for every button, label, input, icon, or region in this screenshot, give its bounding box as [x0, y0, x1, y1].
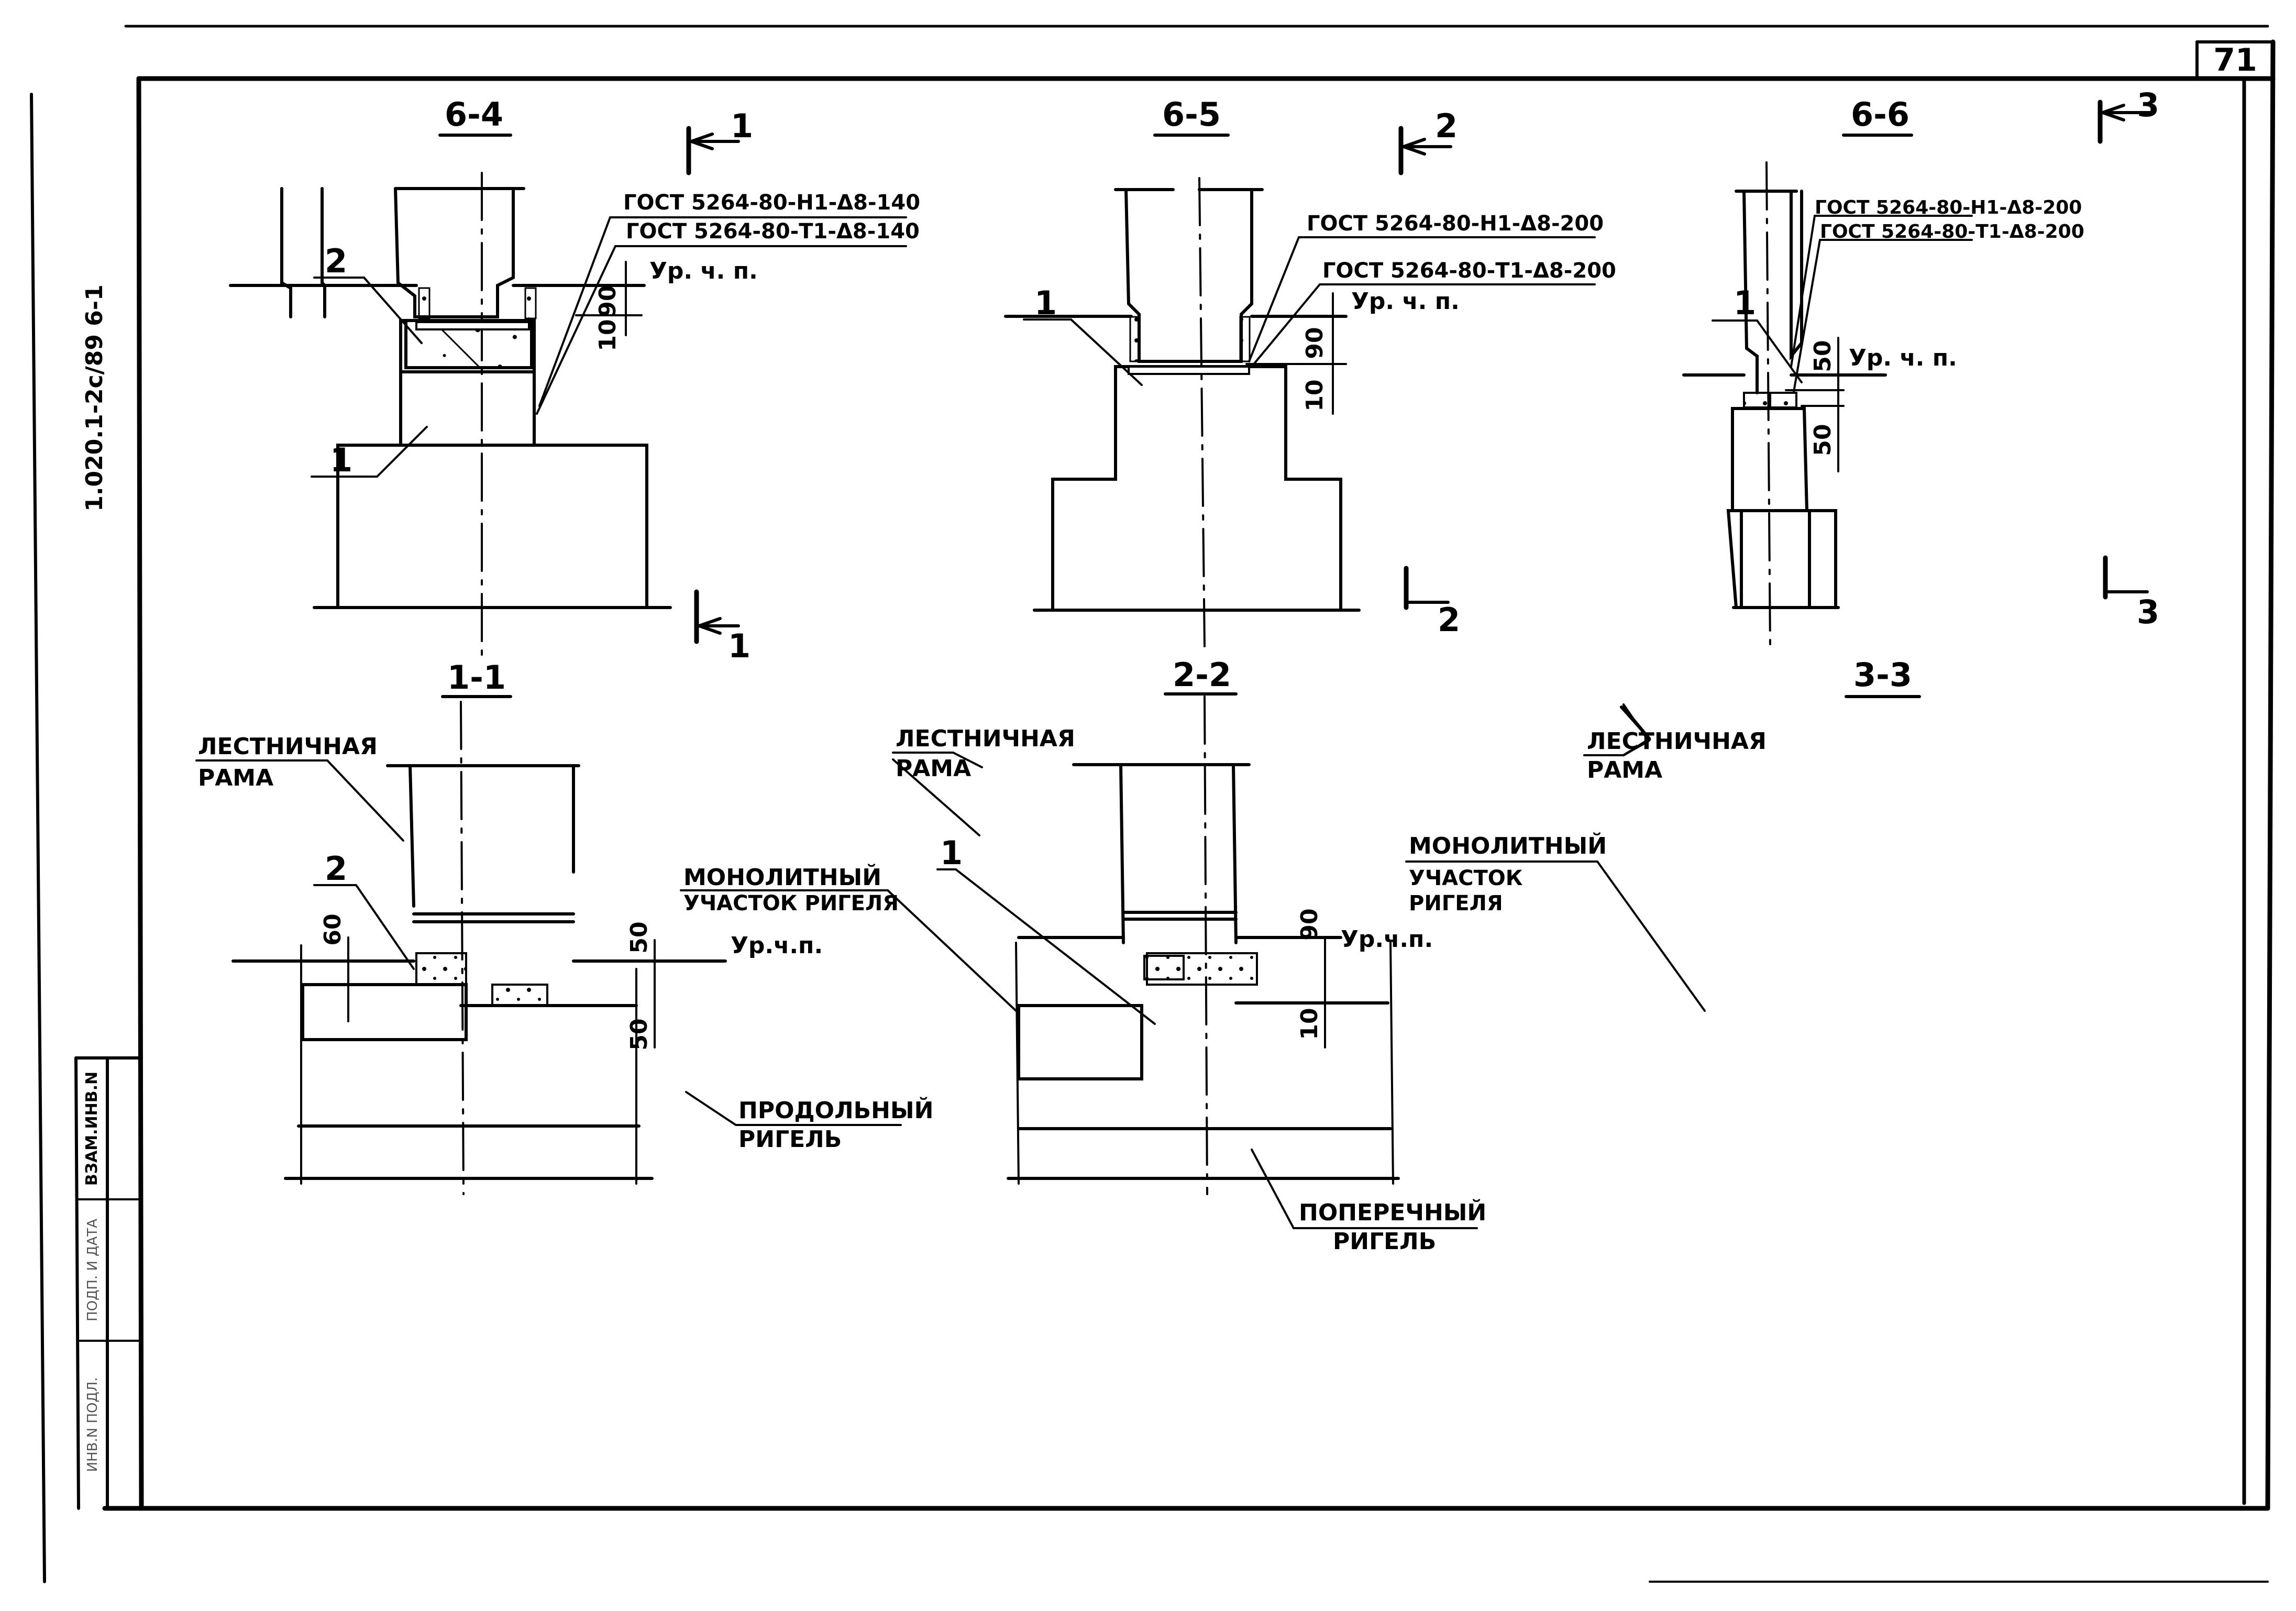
- page-number: 71: [2213, 42, 2257, 79]
- dim-90: 90: [1296, 908, 1323, 940]
- cut-mark-label: 2: [1435, 107, 1458, 145]
- cut-mark-label-bottom: 2: [1438, 601, 1460, 639]
- section-title: 2-2: [1173, 656, 1231, 694]
- binding-label-replace: ВЗАМ.ИНВ.N: [83, 1072, 101, 1186]
- section-6-6: 6-6 3 3 Ур. ч. п. 50 50 ГОСТ 5264-80-Н1-…: [1682, 86, 2159, 650]
- mono-label-3-b: РИГЕЛЯ: [1409, 891, 1503, 915]
- side-code: 1.020.1-2с/89 6-1: [81, 284, 108, 512]
- dim-50-bottom: 50: [1809, 424, 1836, 456]
- section-6-4: 6-4 1 1 Ур. ч. п. 90 10: [229, 95, 920, 665]
- section-title: 6-6: [1851, 95, 1909, 134]
- level-label: Ур.ч.п.: [731, 932, 823, 959]
- frame-label-2: РАМА: [198, 765, 273, 791]
- level-label: Ур. ч. п.: [1849, 345, 1957, 371]
- position-1: 1: [1034, 284, 1057, 322]
- section-title: 3-3: [1853, 656, 1912, 694]
- cut-mark-label-bottom: 3: [2137, 593, 2159, 631]
- trans-beam-label-1: ПОПЕРЕЧНЫЙ: [1299, 1198, 1486, 1226]
- gost-weld-1: ГОСТ 5264-80-Н1-Δ8-140: [623, 191, 920, 215]
- section-title: 6-4: [445, 95, 503, 134]
- long-beam-label-2: РИГЕЛЬ: [738, 1126, 842, 1153]
- frame-label-2: РАМА: [1587, 757, 1662, 784]
- gost-weld-1: ГОСТ 5264-80-Н1-Δ8-200: [1815, 197, 2082, 218]
- dim-10: 10: [1296, 1008, 1323, 1040]
- section-title: 6-5: [1162, 95, 1221, 134]
- dim-10: 10: [594, 319, 621, 351]
- dim-50-top: 50: [626, 921, 653, 953]
- level-label: Ур. ч. п.: [649, 258, 758, 284]
- dim-60: 60: [319, 913, 346, 945]
- position-1: 1: [1734, 284, 1756, 322]
- mono-label-2: УЧАСТОК РИГЕЛЯ: [683, 891, 899, 915]
- position-1: 1: [940, 834, 963, 872]
- gost-weld-2: ГОСТ 5264-80-Т1-Δ8-140: [626, 219, 920, 244]
- mono-label-1-b: МОНОЛИТНЫЙ: [1409, 832, 1607, 859]
- trans-beam-label-2: РИГЕЛЬ: [1333, 1228, 1436, 1255]
- level-label: Ур.ч.п.: [1341, 926, 1433, 953]
- binding-label-inv: ИНВ.N ПОДЛ.: [85, 1377, 101, 1472]
- dim-90: 90: [594, 285, 621, 317]
- dim-90: 90: [1301, 327, 1328, 359]
- sheet-frame: [30, 25, 2276, 1583]
- section-title: 1-1: [447, 658, 506, 697]
- gost-weld-1: ГОСТ 5264-80-Н1-Δ8-200: [1307, 212, 1604, 236]
- section-6-5: 6-5 2 2 Ур. ч. п. 90 10 ГОСТ 5264-80-Н1-…: [1004, 95, 1616, 648]
- mono-label-1: МОНОЛИТНЫЙ: [683, 863, 881, 891]
- dim-10: 10: [1301, 379, 1328, 411]
- binding-boxes: [74, 1056, 143, 1510]
- cut-mark-label: 1: [731, 107, 753, 145]
- dim-50-bottom: 50: [626, 1018, 653, 1050]
- dim-50-top: 50: [1809, 340, 1836, 372]
- frame-label-2: РАМА: [896, 755, 971, 782]
- frame-label-1: ЛЕСТНИЧНАЯ: [198, 733, 378, 760]
- frame-label-1: ЛЕСТНИЧНАЯ: [896, 725, 1075, 752]
- cut-mark-label-bottom: 1: [728, 627, 750, 665]
- binding-label-sign: ПОДП. И ДАТА: [85, 1219, 101, 1321]
- section-2-2: 2-2 ЛЕСТНИЧНАЯ РАМА Ур.ч.п. 90 10 1 МОНО…: [892, 656, 1486, 1255]
- level-label: Ур. ч. п.: [1351, 288, 1460, 315]
- position-1: 1: [330, 441, 352, 479]
- mono-label-2-b: УЧАСТОК: [1409, 866, 1523, 890]
- gost-weld-2: ГОСТ 5264-80-Т1-Δ8-200: [1820, 221, 2084, 242]
- gost-weld-2: ГОСТ 5264-80-Т1-Δ8-200: [1322, 259, 1616, 283]
- long-beam-label-1: ПРОДОЛЬНЫЙ: [738, 1096, 933, 1124]
- frame-label-1: ЛЕСТНИЧНАЯ: [1587, 728, 1767, 755]
- position-2: 2: [325, 242, 347, 280]
- cut-mark-label: 3: [2137, 86, 2159, 124]
- section-3-3: 3-3 ЛЕСТНИЧНАЯ РАМА: [1583, 656, 1921, 784]
- section-1-1: 1-1 ЛЕСТНИЧНАЯ РАМА Ур.ч.п. 60 50 50 2 М…: [195, 658, 1017, 1195]
- position-2: 2: [325, 849, 347, 888]
